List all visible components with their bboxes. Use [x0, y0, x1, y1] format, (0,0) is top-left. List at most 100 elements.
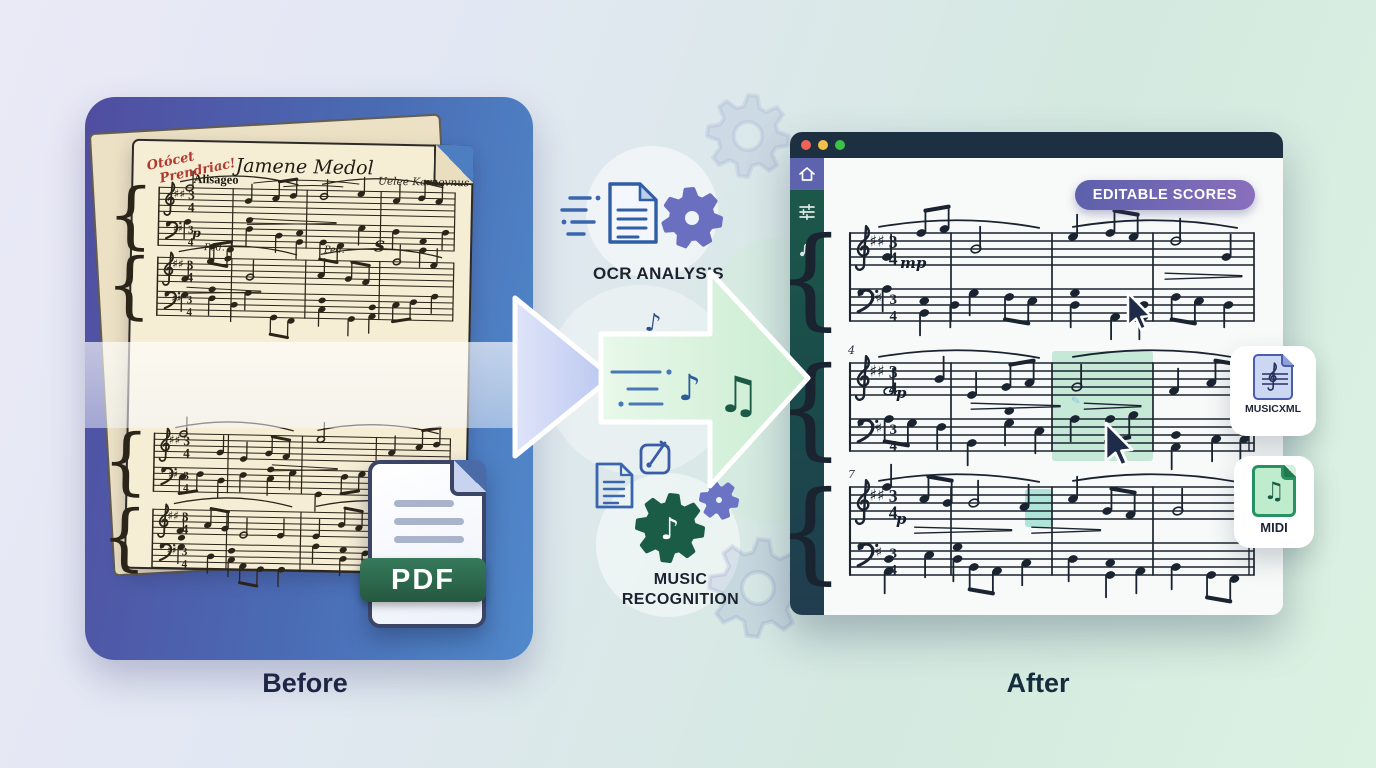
svg-text:3: 3 — [182, 509, 189, 524]
svg-text:♯♯: ♯♯ — [869, 232, 884, 251]
svg-text:{: { — [790, 343, 845, 471]
pdf-text-line — [394, 536, 464, 543]
svg-text:3: 3 — [182, 546, 188, 558]
svg-text:4: 4 — [186, 270, 193, 285]
svg-text:{: { — [790, 467, 845, 595]
minimize-button[interactable] — [818, 140, 828, 150]
svg-text:{: { — [790, 213, 845, 341]
svg-text:♯♯: ♯♯ — [168, 470, 178, 481]
document-icon — [595, 462, 634, 509]
ocr-analysis-group: OCR ANALYSIS — [556, 176, 761, 291]
musicxml-export-card[interactable]: MUSICXML — [1230, 346, 1316, 436]
music-recognition-label-1: MUSIC — [653, 571, 708, 588]
after-caption: After — [1006, 668, 1070, 698]
svg-text:4: 4 — [889, 249, 898, 269]
dynamic-marking: mp — [900, 254, 927, 272]
music-note-icon: ♫ — [1263, 477, 1285, 505]
clef-staff-glyph — [1262, 362, 1288, 391]
svg-text:♯♯: ♯♯ — [173, 224, 183, 235]
edit-hint-icon: ✎ — [1070, 394, 1081, 408]
ocr-icons — [560, 182, 723, 249]
svg-text:4: 4 — [889, 503, 898, 523]
musicxml-label: MUSICXML — [1245, 403, 1301, 415]
svg-text:4: 4 — [181, 558, 187, 570]
music-gear-icon: ♪ — [635, 493, 705, 563]
sidebar-item-home[interactable] — [790, 158, 824, 190]
speed-lines-icon — [560, 195, 601, 236]
svg-text:{: { — [107, 173, 155, 258]
pdf-text-line — [394, 518, 464, 525]
midi-export-card[interactable]: ♫ MIDI — [1234, 456, 1314, 548]
maximize-button[interactable] — [835, 140, 845, 150]
home-icon — [799, 167, 815, 181]
editable-scores-badge: EDITABLE SCORES — [1074, 180, 1255, 210]
svg-text:4: 4 — [188, 237, 194, 249]
svg-text:3: 3 — [889, 546, 896, 562]
svg-text:3: 3 — [889, 232, 898, 252]
svg-text:♪: ♪ — [660, 512, 679, 547]
svg-text:3: 3 — [188, 187, 195, 202]
svg-text:♯♯: ♯♯ — [171, 294, 181, 305]
window-titlebar[interactable] — [790, 132, 1283, 158]
gear-icon — [699, 480, 739, 520]
paper-dynamic: p — [192, 225, 201, 241]
music-recognition-label-2: RECOGNITION — [621, 591, 740, 608]
editable-sheet-music: {♯♯34♯♯34{♯♯34♯♯34{♯♯34♯♯34✎ — [790, 204, 1255, 604]
pdf-text-line — [394, 500, 454, 507]
svg-text:{: { — [105, 243, 153, 328]
measure-number: 7 — [848, 468, 855, 481]
pdf-badge: PDF — [360, 558, 486, 602]
svg-text:4: 4 — [182, 521, 189, 536]
svg-text:4: 4 — [183, 482, 189, 494]
sliders-icon — [799, 203, 815, 221]
before-caption: Before — [262, 668, 348, 698]
close-button[interactable] — [801, 140, 811, 150]
measure-number: 4 — [848, 344, 855, 357]
svg-text:♯♯: ♯♯ — [167, 546, 177, 557]
svg-text:♯♯: ♯♯ — [169, 433, 181, 447]
pdf-fold-corner — [450, 460, 486, 496]
gear-icon — [661, 187, 723, 249]
beamed-note-icon: ♫ — [716, 366, 761, 424]
svg-text:4: 4 — [188, 200, 195, 215]
svg-text:♯♯: ♯♯ — [869, 291, 882, 307]
pdf-file-icon[interactable]: PDF — [360, 460, 486, 628]
svg-text:♯♯: ♯♯ — [173, 187, 185, 201]
svg-text:♯♯: ♯♯ — [869, 545, 882, 561]
dynamic-marking: p — [896, 510, 907, 528]
svg-text:3: 3 — [187, 257, 194, 272]
music-recognition-icons: ♪ — [595, 440, 739, 563]
ocr-analysis-label: OCR ANALYSIS — [592, 264, 725, 283]
score-canvas[interactable]: EDITABLE SCORES {♯♯34♯♯34{♯♯34♯♯34{♯♯34♯… — [790, 158, 1283, 615]
musicxml-file-icon — [1253, 353, 1294, 400]
midi-label: MIDI — [1260, 520, 1288, 535]
score-editor-window: EDITABLE SCORES {♯♯34♯♯34{♯♯34♯♯34{♯♯34♯… — [790, 132, 1283, 615]
file-fold-corner — [1281, 465, 1296, 480]
flow-speed-lines — [610, 369, 672, 407]
svg-text:3: 3 — [183, 433, 190, 448]
midi-file-icon: ♫ — [1252, 465, 1296, 517]
svg-text:3: 3 — [889, 486, 898, 506]
svg-text:4: 4 — [889, 439, 897, 455]
svg-text:3: 3 — [187, 294, 193, 306]
svg-text:3: 3 — [889, 422, 896, 438]
dynamic-marking: p — [896, 384, 907, 402]
conversion-band — [85, 342, 533, 428]
pedal-mark: Ped. — [323, 244, 345, 256]
svg-text:♯♯: ♯♯ — [172, 257, 184, 271]
edit-note-icon — [639, 440, 671, 475]
file-fold-corner — [1280, 353, 1294, 367]
svg-text:♯♯: ♯♯ — [869, 362, 884, 381]
document-icon — [608, 182, 658, 244]
sidebar-item-settings[interactable] — [790, 196, 824, 228]
pedal-mark: Ped. — [203, 242, 225, 254]
eighth-note-icon: ♪ — [643, 307, 663, 338]
svg-text:♯♯: ♯♯ — [869, 486, 884, 505]
svg-text:♯♯: ♯♯ — [167, 509, 179, 523]
svg-text:{: { — [102, 419, 150, 504]
svg-text:4: 4 — [186, 307, 192, 319]
svg-text:4: 4 — [183, 445, 190, 460]
svg-text:♯♯: ♯♯ — [869, 421, 882, 437]
segno-mark: S — [373, 237, 386, 256]
